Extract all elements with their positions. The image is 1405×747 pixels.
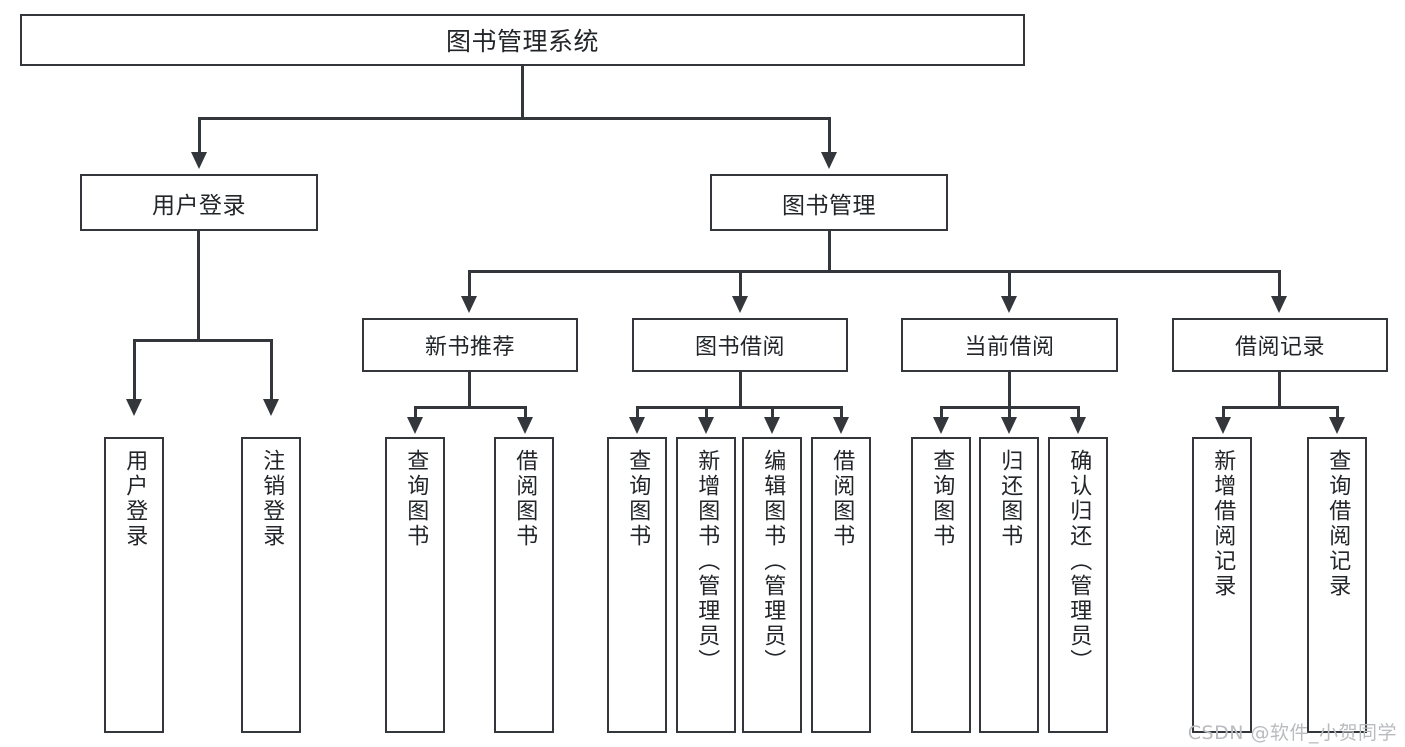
leaf-label: 归还图书	[997, 449, 1023, 549]
node-label: 用户登录	[152, 192, 246, 219]
connector-borrow-records-stem	[1278, 372, 1281, 408]
leaf-borrow-books-recommend[interactable]: 借阅图书	[494, 437, 554, 733]
leaf-label: 注销登录	[259, 449, 285, 549]
leaf-user-login[interactable]: 用户登录	[104, 437, 164, 733]
connector-root-stem	[521, 66, 524, 119]
node-book-borrow[interactable]: 图书借阅	[632, 318, 848, 372]
arrowhead-book-mgmt-to-new-books	[461, 296, 477, 313]
leaf-label: 查询借阅记录	[1325, 449, 1351, 599]
leaf-label: 确认归还（管理员）	[1066, 449, 1092, 674]
arrowhead-book-mgmt-to-current	[1001, 296, 1017, 313]
node-book-management[interactable]: 图书管理	[710, 174, 948, 231]
node-label: 图书借阅	[694, 335, 785, 360]
arrowhead-root-to-user-login	[191, 152, 207, 169]
node-current-borrow[interactable]: 当前借阅	[901, 318, 1118, 372]
connector-book-mgmt-to-new-books	[468, 270, 471, 299]
arrowhead-book-mgmt-to-records	[1271, 296, 1287, 313]
connector-borrow-records-to-leaf-1	[1222, 406, 1225, 420]
arrowhead-borrow-records-to-leaf-2	[1329, 417, 1345, 434]
arrowhead-current-borrow-to-leaf-2	[1001, 417, 1017, 434]
leaf-label: 查询图书	[625, 449, 651, 549]
node-new-book-recommend[interactable]: 新书推荐	[362, 318, 578, 372]
connector-root-bus	[198, 117, 831, 120]
connector-book-mgmt-bus	[468, 270, 1280, 273]
connector-current-borrow-to-leaf-2	[1008, 406, 1011, 420]
node-label: 借阅记录	[1234, 335, 1325, 360]
leaf-add-borrow-record[interactable]: 新增借阅记录	[1192, 437, 1252, 733]
connector-book-mgmt-to-current	[1008, 270, 1011, 299]
node-root-system[interactable]: 图书管理系统	[20, 14, 1025, 66]
leaf-return-books[interactable]: 归还图书	[979, 437, 1039, 733]
leaf-logout[interactable]: 注销登录	[241, 437, 301, 733]
connector-new-books-bus	[414, 406, 527, 409]
leaf-query-books-borrow[interactable]: 查询图书	[607, 437, 667, 733]
arrowhead-book-borrow-to-leaf-3	[764, 417, 780, 434]
connector-current-borrow-to-leaf-1	[940, 406, 943, 420]
connector-book-mgmt-stem	[828, 231, 831, 272]
node-borrow-records[interactable]: 借阅记录	[1172, 318, 1388, 372]
connector-current-borrow-to-leaf-3	[1077, 406, 1080, 420]
arrowhead-book-mgmt-to-borrow	[732, 296, 748, 313]
leaf-label: 编辑图书（管理员）	[760, 449, 786, 674]
arrowhead-user-login-to-leaf-1	[126, 399, 142, 416]
connector-new-books-to-leaf-2	[524, 406, 527, 420]
connector-book-borrow-stem	[739, 372, 742, 408]
connector-borrow-records-to-leaf-2	[1336, 406, 1339, 420]
connector-book-borrow-to-leaf-1	[636, 406, 639, 420]
connector-book-mgmt-to-borrow	[739, 270, 742, 299]
leaf-label: 借阅图书	[512, 449, 538, 549]
leaf-query-books-current[interactable]: 查询图书	[911, 437, 971, 733]
connector-book-borrow-to-leaf-4	[840, 406, 843, 420]
leaf-add-book-admin[interactable]: 新增图书（管理员）	[676, 437, 736, 733]
arrowhead-user-login-to-leaf-2	[263, 399, 279, 416]
arrowhead-book-borrow-to-leaf-2	[698, 417, 714, 434]
arrowhead-current-borrow-to-leaf-3	[1070, 417, 1086, 434]
connector-book-borrow-to-leaf-2	[705, 406, 708, 420]
arrowhead-book-borrow-to-leaf-4	[833, 417, 849, 434]
connector-current-borrow-stem	[1008, 372, 1011, 408]
leaf-edit-book-admin[interactable]: 编辑图书（管理员）	[742, 437, 802, 733]
connector-root-to-book-mgmt	[828, 117, 831, 155]
leaf-label: 新增借阅记录	[1210, 449, 1236, 599]
arrowhead-new-books-to-leaf-1	[407, 417, 423, 434]
leaf-query-books-recommend[interactable]: 查询图书	[385, 437, 445, 733]
connector-user-login-to-leaf-2	[270, 339, 273, 402]
arrowhead-book-borrow-to-leaf-1	[629, 417, 645, 434]
connector-user-login-to-leaf-1	[133, 339, 136, 402]
leaf-label: 查询图书	[929, 449, 955, 549]
connector-book-borrow-to-leaf-3	[771, 406, 774, 420]
connector-root-to-user-login	[198, 117, 201, 155]
leaf-label: 查询图书	[403, 449, 429, 549]
connector-new-books-stem	[468, 372, 471, 408]
arrowhead-borrow-records-to-leaf-1	[1215, 417, 1231, 434]
arrowhead-new-books-to-leaf-2	[517, 417, 533, 434]
leaf-confirm-return-admin[interactable]: 确认归还（管理员）	[1048, 437, 1108, 733]
node-label: 图书管理系统	[445, 27, 599, 56]
node-user-login[interactable]: 用户登录	[80, 174, 318, 231]
connector-user-login-stem	[197, 231, 200, 341]
leaf-label: 用户登录	[122, 449, 148, 549]
connector-book-borrow-bus	[636, 406, 842, 409]
connector-book-mgmt-to-records	[1278, 270, 1281, 299]
node-label: 当前借阅	[964, 335, 1055, 360]
arrowhead-root-to-book-mgmt	[821, 152, 837, 169]
arrowhead-current-borrow-to-leaf-1	[933, 417, 949, 434]
leaf-label: 借阅图书	[829, 449, 855, 549]
connector-new-books-to-leaf-1	[414, 406, 417, 420]
leaf-borrow-books[interactable]: 借阅图书	[811, 437, 871, 733]
connector-user-login-bus	[133, 339, 272, 342]
connector-borrow-records-bus	[1222, 406, 1338, 409]
leaf-label: 新增图书（管理员）	[694, 449, 720, 674]
node-label: 新书推荐	[424, 335, 515, 360]
node-label: 图书管理	[782, 192, 876, 219]
leaf-query-borrow-record[interactable]: 查询借阅记录	[1307, 437, 1367, 733]
